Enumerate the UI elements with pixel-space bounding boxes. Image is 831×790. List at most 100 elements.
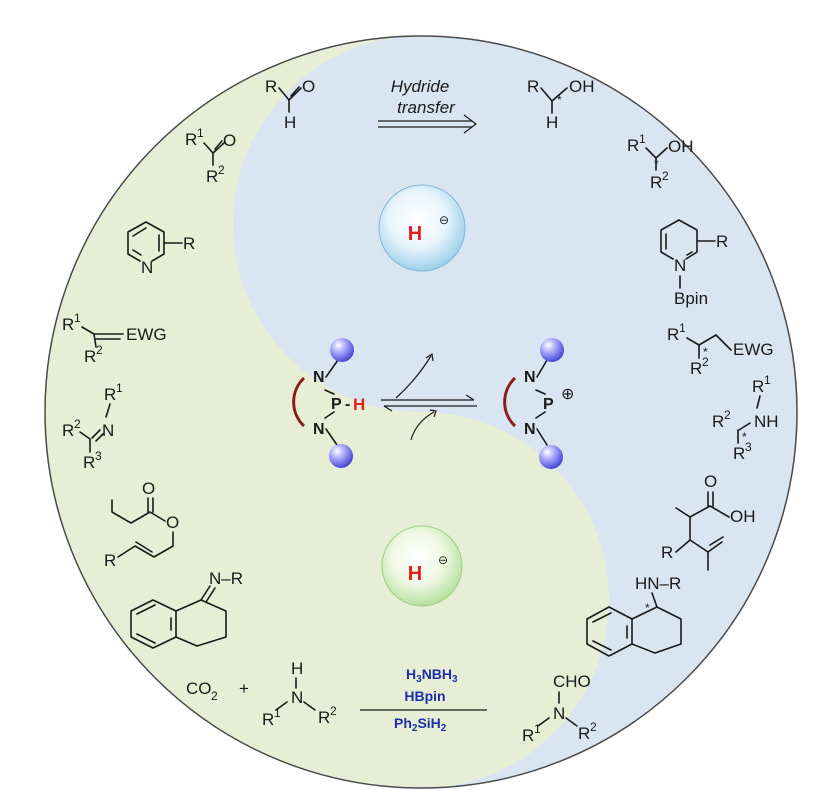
svg-text:N: N <box>313 421 325 438</box>
product-formamide: CHO N R 1 R 2 <box>522 672 597 745</box>
svg-text:N: N <box>674 256 686 275</box>
svg-text:2: 2 <box>96 343 103 357</box>
svg-text:N: N <box>524 421 536 438</box>
svg-text:2: 2 <box>218 163 225 177</box>
svg-text:2: 2 <box>702 355 709 369</box>
svg-text:R: R <box>83 453 95 472</box>
svg-text:H: H <box>291 659 303 678</box>
product-carboxylic-acid: O OH R <box>661 472 756 571</box>
svg-text:⊖: ⊖ <box>438 553 448 567</box>
svg-text:P: P <box>543 396 554 413</box>
svg-text:2: 2 <box>590 720 597 734</box>
svg-text:1: 1 <box>197 126 204 140</box>
svg-text:N–R: N–R <box>209 569 243 588</box>
svg-text:H: H <box>408 223 422 245</box>
svg-text:1: 1 <box>116 381 123 395</box>
svg-text:R: R <box>578 724 590 743</box>
svg-text:1: 1 <box>74 311 81 325</box>
hydride-transfer-arrow: Hydride transfer <box>378 77 477 134</box>
svg-text:3: 3 <box>95 449 102 463</box>
hydride-sphere-bottom: H ⊖ <box>381 525 463 607</box>
svg-text:2: 2 <box>724 408 731 422</box>
svg-text:N: N <box>553 704 565 723</box>
substrate-allyl-acrylate: O O R <box>104 479 179 570</box>
svg-text:R: R <box>262 710 274 729</box>
svg-text:O: O <box>142 479 155 498</box>
reagent-ammonia-borane: H3NBH3 <box>406 666 458 685</box>
reagents-block: H3NBH3 HBpin Ph2SiH2 <box>360 666 487 734</box>
svg-text:1: 1 <box>534 722 541 736</box>
substrate-ketone: R 1 O R 2 <box>185 126 236 186</box>
phosphenium-catalyst: N N P ⊕ <box>503 338 574 469</box>
svg-text:CO: CO <box>186 679 212 698</box>
svg-text:O: O <box>302 77 315 96</box>
svg-text:R: R <box>527 77 539 96</box>
svg-text:+: + <box>239 679 249 698</box>
svg-text:R: R <box>62 421 74 440</box>
svg-text:*: * <box>703 345 708 359</box>
svg-text:2: 2 <box>330 704 337 718</box>
product-alkane-ewg: R 1 * EWG R 2 <box>667 321 774 378</box>
svg-text:OH: OH <box>730 507 756 526</box>
substrate-imine: R 1 N R 2 R 3 <box>62 381 123 472</box>
svg-text:Hydride: Hydride <box>391 77 450 96</box>
svg-text:R: R <box>104 551 116 570</box>
svg-text:Bpin: Bpin <box>674 289 708 308</box>
svg-text:R: R <box>650 173 662 192</box>
svg-text:R: R <box>752 377 764 396</box>
substrate-alkene-ewg: R 1 EWG R 2 <box>62 311 167 366</box>
svg-text:1: 1 <box>639 132 646 146</box>
svg-text:R: R <box>183 234 195 253</box>
svg-text:O: O <box>223 131 236 150</box>
phosphine-hydride-catalyst: N N P - H <box>292 338 365 468</box>
svg-text:CHO: CHO <box>553 672 591 691</box>
product-aminoindane: HN–R * <box>586 574 682 657</box>
svg-text:NH: NH <box>754 412 779 431</box>
svg-text:N: N <box>313 369 325 386</box>
svg-text:2: 2 <box>211 689 218 703</box>
product-secondary-alcohol: R 1 OH * R 2 <box>627 132 694 192</box>
svg-text:OH: OH <box>569 77 595 96</box>
svg-text:H: H <box>284 113 296 132</box>
svg-text:HN–R: HN–R <box>635 574 681 593</box>
svg-text:R: R <box>733 444 745 463</box>
reagent-hbpin: HBpin <box>404 688 445 704</box>
hydride-sphere-top: H ⊖ <box>378 184 466 272</box>
svg-text:N: N <box>291 688 303 707</box>
svg-text:1: 1 <box>764 373 771 387</box>
ligand-ball-bottom-left <box>329 444 353 468</box>
svg-text:H: H <box>546 113 558 132</box>
svg-text:EWG: EWG <box>126 325 167 344</box>
equilibrium-arrows <box>381 352 477 441</box>
svg-text:-: - <box>345 396 350 413</box>
product-primary-alcohol: R OH * H <box>527 77 595 132</box>
svg-text:3: 3 <box>745 440 752 454</box>
svg-text:1: 1 <box>679 321 686 335</box>
svg-text:R: R <box>667 325 679 344</box>
svg-text:R: R <box>104 385 116 404</box>
svg-text:O: O <box>704 472 717 491</box>
yin-yang-background <box>44 35 798 789</box>
svg-text:P: P <box>331 396 342 413</box>
svg-text:R: R <box>185 130 197 149</box>
svg-text:1: 1 <box>274 706 281 720</box>
svg-text:R: R <box>265 77 277 96</box>
product-amine: R 1 NH R 2 * R 3 <box>712 373 779 463</box>
svg-text:OH: OH <box>668 137 694 156</box>
svg-text:N: N <box>141 258 153 277</box>
svg-text:R: R <box>627 136 639 155</box>
svg-text:*: * <box>645 601 650 615</box>
svg-text:N: N <box>524 369 536 386</box>
svg-text:⊖: ⊖ <box>439 213 449 227</box>
svg-text:⊕: ⊕ <box>561 386 574 403</box>
svg-text:O: O <box>166 513 179 532</box>
svg-text:2: 2 <box>662 169 669 183</box>
svg-text:R: R <box>712 412 724 431</box>
substrate-aldehyde: R O H <box>265 77 315 132</box>
svg-text:EWG: EWG <box>733 340 774 359</box>
ligand-ball-top-left <box>330 338 354 362</box>
svg-text:R: R <box>62 315 74 334</box>
reagent-diphenylsilane: Ph2SiH2 <box>394 715 447 734</box>
product-dihydropyridine: N R Bpin <box>660 219 728 308</box>
